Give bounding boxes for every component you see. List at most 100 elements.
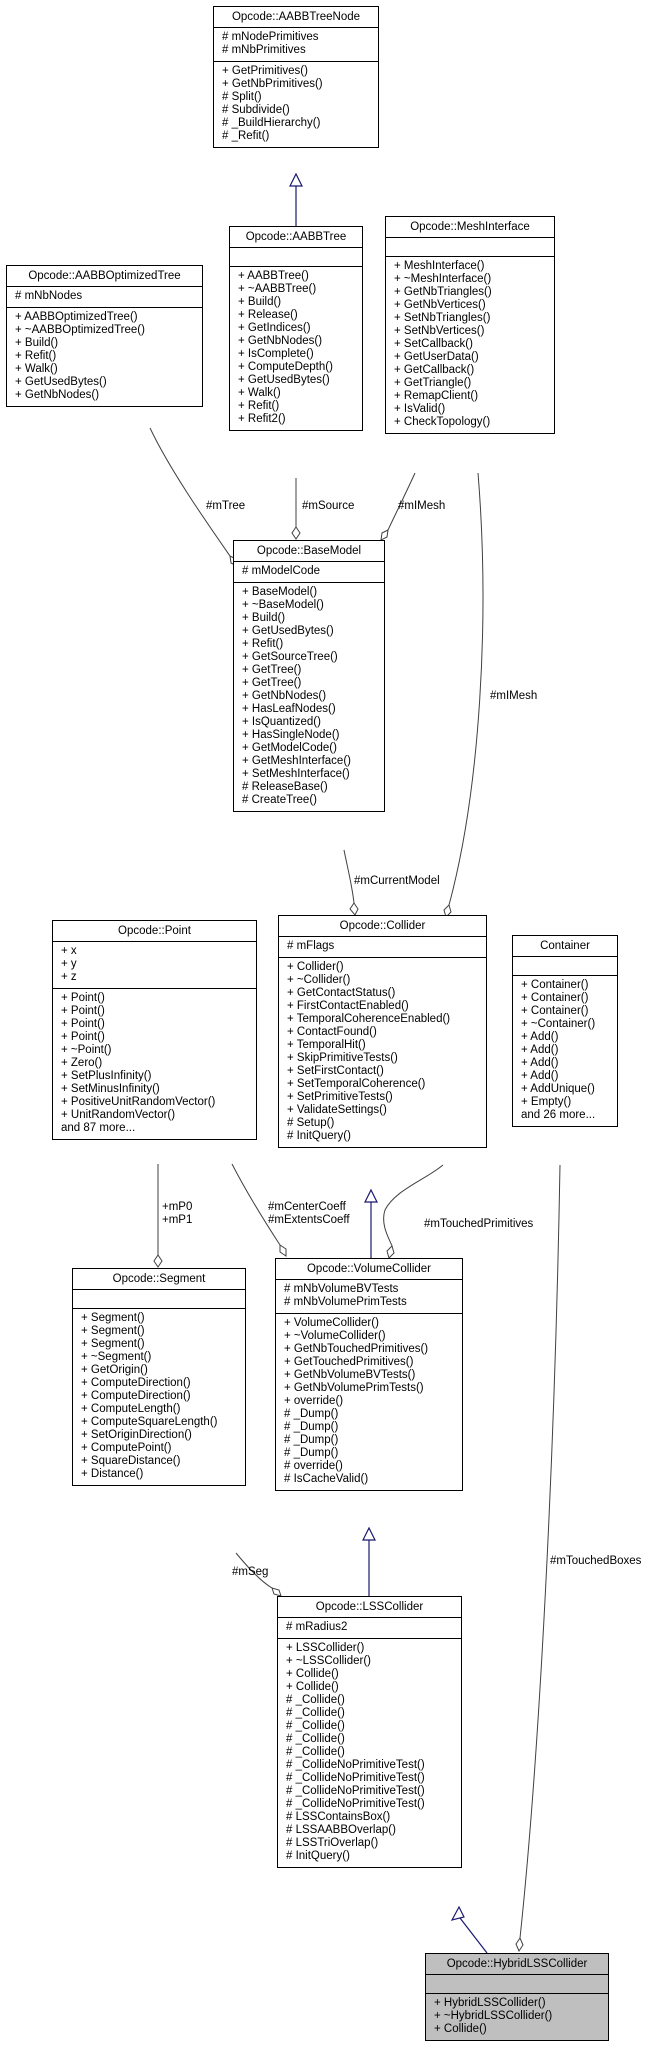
method-row: + AABBTree() [238, 270, 309, 282]
method-row: + Distance() [81, 1468, 144, 1480]
method-row: + Build() [242, 612, 286, 624]
attributes-section [230, 247, 362, 266]
method-row: + Container() [521, 1005, 589, 1017]
attribute-row: # mNbNodes [15, 290, 83, 302]
method-row: + GetNbVolumeBVTests() [284, 1369, 416, 1381]
method-row: # _Dump() [284, 1408, 339, 1420]
method-row: + Build() [238, 296, 282, 308]
methods-section: + LSSCollider()+ ~LSSCollider()+ Collide… [278, 1638, 461, 1867]
method-row: + GetMeshInterface() [242, 755, 351, 767]
methods-section: + AABBTree()+ ~AABBTree()+ Build()+ Rele… [230, 266, 362, 430]
method-row: + Collide() [286, 1681, 339, 1693]
method-row: # LSSAABBOverlap() [286, 1824, 396, 1836]
attributes-section [73, 1289, 245, 1308]
class-volumecollider[interactable]: Opcode::VolumeCollider # mNbVolumeBVTest… [275, 1258, 463, 1491]
class-aabbtreenode[interactable]: Opcode::AABBTreeNode # mNodePrimitives# … [213, 6, 379, 148]
methods-section: + HybridLSSCollider()+ ~HybridLSSCollide… [426, 1993, 608, 2040]
method-row: # Setup() [287, 1117, 335, 1129]
attribute-row: # mNbVolumeBVTests [284, 1283, 399, 1295]
class-title: Opcode::Collider [339, 920, 426, 932]
method-row: + Collider() [287, 961, 344, 973]
method-row: + VolumeCollider() [284, 1317, 379, 1329]
method-row: + SetNbVertices() [394, 325, 485, 337]
attribute-row: # mNbVolumePrimTests [284, 1296, 407, 1308]
method-row: + Segment() [81, 1312, 145, 1324]
method-row: # _Collide() [286, 1720, 345, 1732]
class-aabboptimizedtree[interactable]: Opcode::AABBOptimizedTree # mNbNodes + A… [6, 265, 203, 407]
method-row: + SetFirstContact() [287, 1065, 384, 1077]
method-row: + ~AABBOptimizedTree() [15, 324, 145, 336]
class-title: Opcode::Segment [112, 1273, 206, 1285]
edge-label-mimesh-collider: #mIMesh [490, 690, 538, 702]
methods-section: + Point()+ Point()+ Point()+ Point()+ ~P… [53, 988, 256, 1139]
class-lsscollider[interactable]: Opcode::LSSCollider # mRadius2 + LSSColl… [277, 1596, 462, 1868]
method-row: + ComputeDirection() [81, 1377, 191, 1389]
method-row: + HasSingleNode() [242, 729, 340, 741]
method-row: + UnitRandomVector() [61, 1109, 176, 1121]
methods-section: + VolumeCollider()+ ~VolumeCollider()+ G… [276, 1313, 462, 1490]
attributes-section: # mRadius2 [278, 1617, 461, 1638]
class-basemodel[interactable]: Opcode::BaseModel # mModelCode + BaseMod… [233, 540, 385, 812]
methods-section: + MeshInterface()+ ~MeshInterface()+ Get… [386, 256, 554, 433]
class-point[interactable]: Opcode::Point + x+ y+ z + Point()+ Point… [52, 920, 257, 1140]
method-row: + GetUsedBytes() [15, 376, 107, 388]
method-row: + CheckTopology() [394, 416, 491, 428]
attributes-section: + x+ y+ z [53, 941, 256, 988]
method-row: + GetCallback() [394, 364, 475, 376]
method-row: + Walk() [238, 387, 281, 399]
method-row: + Build() [15, 337, 59, 349]
method-row: + FirstContactEnabled() [287, 1000, 409, 1012]
methods-section: + BaseModel()+ ~BaseModel()+ Build()+ Ge… [234, 582, 384, 811]
method-row: + GetNbTouchedPrimitives() [284, 1343, 429, 1355]
method-row: # _Dump() [284, 1421, 339, 1433]
method-row: # _Collide() [286, 1694, 345, 1706]
usage-msource [291, 478, 301, 540]
method-row: + ~AABBTree() [238, 283, 317, 295]
method-row: + SkipPrimitiveTests() [287, 1052, 398, 1064]
methods-section: + GetPrimitives()+ GetNbPrimitives()# Sp… [214, 61, 378, 147]
attributes-section [426, 1974, 608, 1993]
usage-mtree [149, 427, 238, 567]
method-row: + GetTree() [242, 677, 302, 689]
method-row: + GetUsedBytes() [242, 625, 334, 637]
method-row: + Empty() [521, 1096, 572, 1108]
method-row: + Collide() [286, 1668, 339, 1680]
class-collider[interactable]: Opcode::Collider # mFlags + Collider()+ … [278, 915, 487, 1148]
methods-section: + Collider()+ ~Collider()+ GetContactSta… [279, 957, 486, 1147]
method-row: + ComputeDirection() [81, 1390, 191, 1402]
method-row: + ComputeDepth() [238, 361, 333, 373]
attribute-row: # mFlags [287, 940, 335, 952]
method-row: # _Collide() [286, 1733, 345, 1745]
edge-label-mseg: #mSeg [232, 1566, 269, 1578]
class-aabbtree[interactable]: Opcode::AABBTree + AABBTree()+ ~AABBTree… [229, 226, 363, 431]
edge-label-mcenter-mextents: #mCenterCoeff #mExtentsCoeff [268, 1201, 350, 1226]
edge-label-mp0-mp1: +mP0 +mP1 [162, 1201, 193, 1226]
method-row: + ~LSSCollider() [286, 1655, 372, 1667]
class-title: Opcode::AABBTree [245, 231, 347, 243]
edge-label-mtouchedboxes: #mTouchedBoxes [550, 1555, 642, 1567]
method-row: + GetNbNodes() [242, 690, 327, 702]
usage-mimesh-collider [443, 472, 484, 918]
attributes-section: # mNodePrimitives# mNbPrimitives [214, 27, 378, 61]
method-row: + TemporalHit() [287, 1039, 366, 1051]
attributes-section: # mNbNodes [7, 286, 202, 307]
method-row: + GetNbPrimitives() [222, 78, 323, 90]
inheritance-aabbtree-aabbtreenode [289, 172, 303, 226]
class-title: Opcode::AABBOptimizedTree [28, 270, 181, 282]
class-container[interactable]: Container + Container()+ Container()+ Co… [512, 935, 618, 1127]
method-row: + GetModelCode() [242, 742, 337, 754]
method-row: + ~HybridLSSCollider() [434, 2010, 553, 2022]
method-row: + ComputeSquareLength() [81, 1416, 218, 1428]
method-row: + HybridLSSCollider() [434, 1997, 546, 2009]
method-row: + GetNbNodes() [238, 335, 323, 347]
method-row: + SetMinusInfinity() [61, 1083, 160, 1095]
method-row: + Point() [61, 1005, 105, 1017]
class-segment[interactable]: Opcode::Segment + Segment()+ Segment()+ … [72, 1268, 246, 1486]
method-row: # _Dump() [284, 1434, 339, 1446]
method-row: + AddUnique() [521, 1083, 595, 1095]
class-title: Opcode::LSSCollider [315, 1601, 424, 1613]
class-hybridlsscollider[interactable]: Opcode::HybridLSSCollider + HybridLSSCol… [425, 1953, 609, 2041]
usage-mp0-mp1 [153, 1164, 163, 1268]
class-meshinterface[interactable]: Opcode::MeshInterface + MeshInterface()+… [385, 216, 555, 434]
method-row: + GetTriangle() [394, 377, 472, 389]
